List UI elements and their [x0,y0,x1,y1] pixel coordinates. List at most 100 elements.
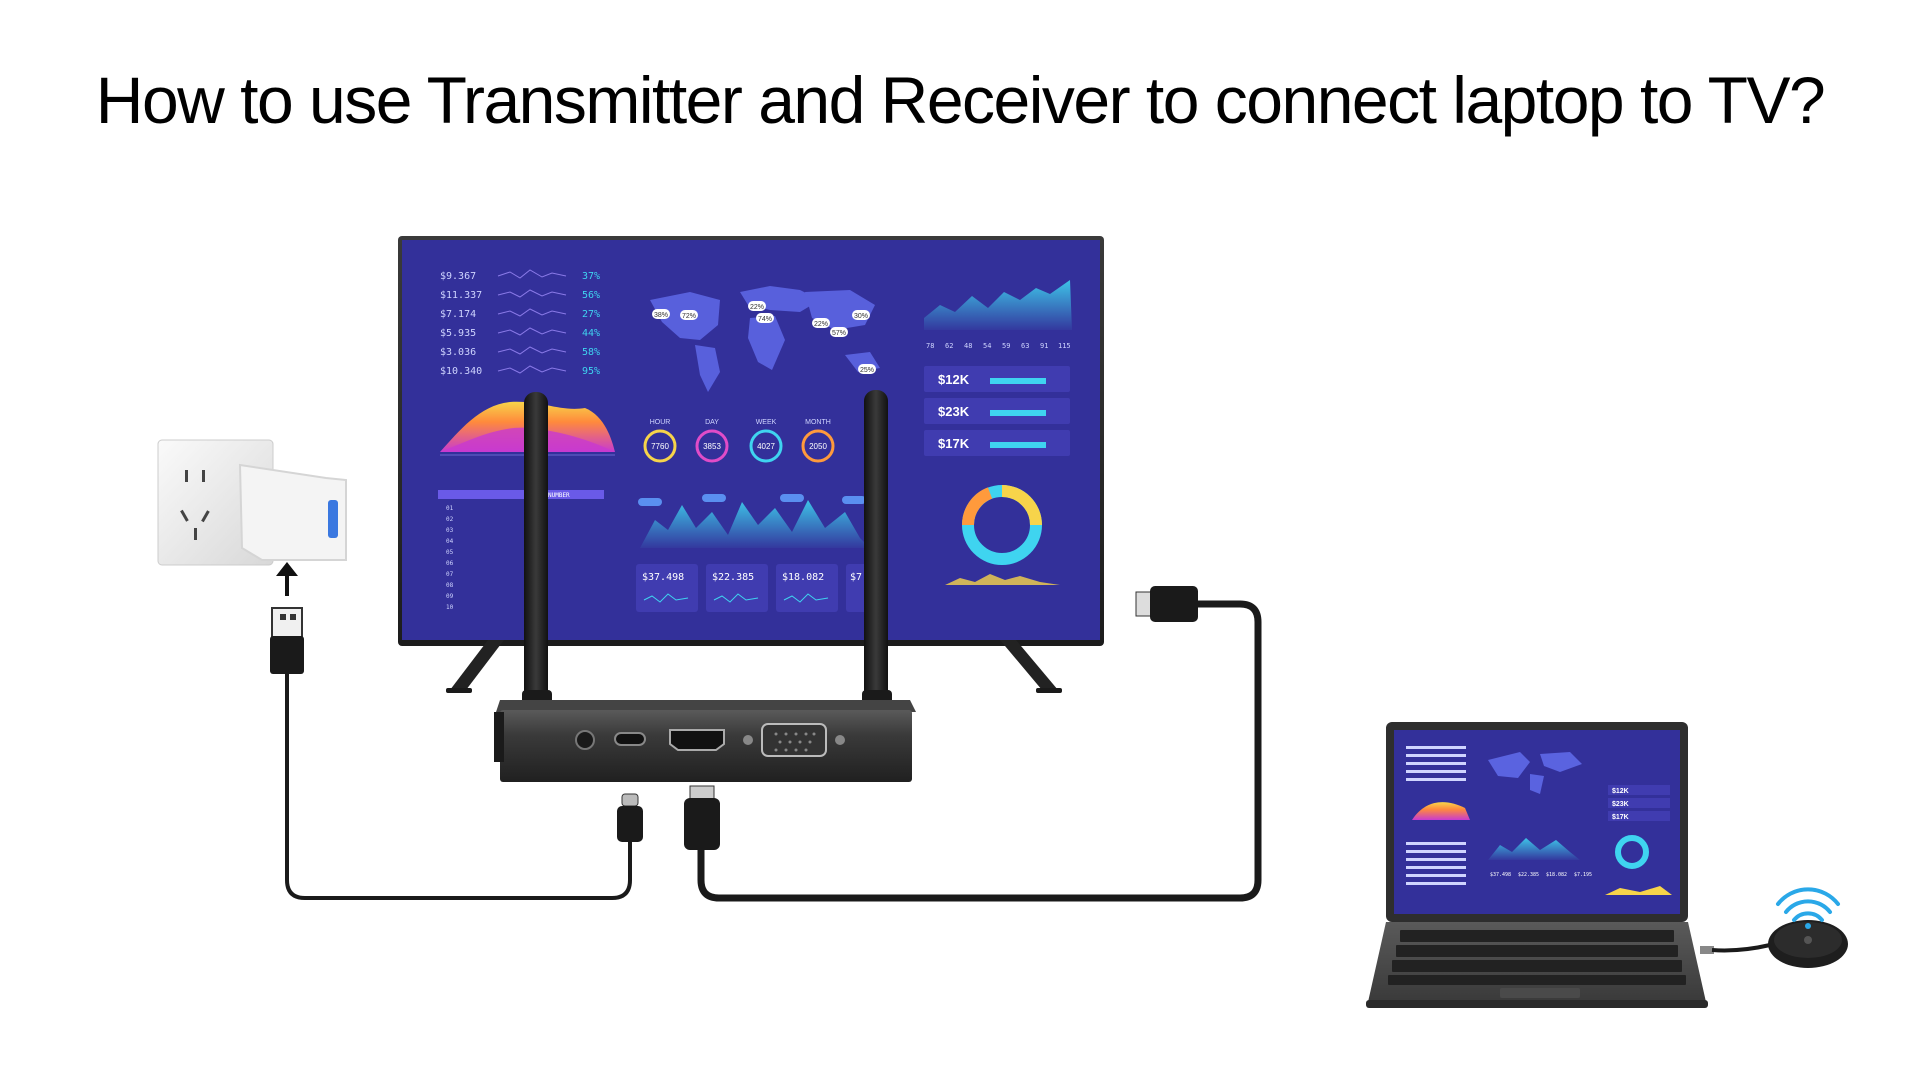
svg-text:03: 03 [446,527,454,534]
tv-stand-right [1000,640,1058,690]
laptop-screen [1394,730,1680,914]
svg-text:72%: 72% [682,313,696,320]
svg-text:7760: 7760 [651,442,669,451]
svg-text:22%: 22% [814,321,828,328]
svg-text:59: 59 [1002,342,1010,350]
svg-text:02: 02 [446,516,454,523]
tv-map-markers: 38% 72% 22% 74% 22% 30% 57% 25% [652,301,876,374]
svg-text:$9.367: $9.367 [440,271,476,282]
tv-gauges: 7760 3853 4027 2050 [643,429,835,463]
svg-text:4027: 4027 [757,442,775,451]
svg-text:$12K: $12K [938,372,970,387]
svg-text:95%: 95% [582,366,600,377]
svg-text:$18.082: $18.082 [1546,872,1567,878]
svg-text:56%: 56% [582,290,600,301]
map-marker: 74% [756,313,774,323]
tv-donut-chart [945,485,1060,585]
svg-text:04: 04 [446,538,454,545]
svg-text:10: 10 [446,604,454,611]
svg-text:HOUR: HOUR [650,419,671,426]
usb-power-cable [285,670,632,900]
svg-text:78: 78 [926,342,934,350]
usb-power-adapter [238,463,347,561]
diagram-title: How to use Transmitter and Receiver to c… [95,63,1826,137]
tv-stand-left [450,640,504,690]
tv-area-chart [638,494,870,548]
svg-text:$17K: $17K [1612,814,1629,821]
transmitter-dongle [1700,887,1848,968]
hdmi-cable [697,600,1262,902]
svg-text:$7.174: $7.174 [440,309,476,320]
svg-text:09: 09 [446,593,454,600]
svg-text:WEEK: WEEK [756,419,777,426]
svg-text:$10.340: $10.340 [440,366,482,377]
receiver-antenna-left [524,392,548,710]
map-marker: 38% [652,309,670,319]
wifi-icon [1776,887,1840,922]
map-marker: 57% [830,327,848,337]
svg-text:$37.498: $37.498 [642,572,684,583]
svg-text:$23K: $23K [938,404,970,419]
svg-text:91: 91 [1040,342,1048,350]
tv-table: NUMBER 01 02 03 04 05 06 07 08 09 10 [438,490,604,611]
svg-text:07: 07 [446,571,454,578]
hdmi-port [669,729,725,751]
tv-stat-row: $9.367 37% [440,271,600,282]
svg-text:2050: 2050 [809,442,827,451]
laptop: $12K $23K $17K $37.498 $22.385 $18.082 $… [1366,722,1708,1008]
map-marker: 22% [812,318,830,328]
usb-a-plug [270,607,304,674]
svg-text:01: 01 [446,505,454,512]
svg-text:58%: 58% [582,347,600,358]
svg-text:NUMBER: NUMBER [548,492,570,499]
tv-stat-row: $10.340 95% [440,366,600,377]
map-marker: 25% [858,364,876,374]
laptop-keyboard [1388,930,1686,985]
map-marker: 30% [852,310,870,320]
svg-text:$7: $7 [850,572,862,583]
svg-text:62: 62 [945,342,953,350]
svg-text:$7.195: $7.195 [1574,872,1592,878]
svg-text:$12K: $12K [1612,788,1629,795]
svg-text:06: 06 [446,560,454,567]
svg-text:37%: 37% [582,271,600,282]
svg-text:$22.385: $22.385 [1518,872,1539,878]
svg-text:$23K: $23K [1612,801,1629,808]
svg-text:38%: 38% [654,312,668,319]
svg-text:$3.036: $3.036 [440,347,476,358]
svg-text:$5.935: $5.935 [440,328,476,339]
receiver-box [494,390,916,782]
hdmi-plug-laptop-side [1135,586,1198,622]
svg-text:54: 54 [983,342,991,350]
svg-text:30%: 30% [854,313,868,320]
svg-text:08: 08 [446,582,454,589]
laptop-cards: $37.498 $22.385 $18.082 $7.195 [1490,872,1592,878]
svg-text:57%: 57% [832,330,846,337]
svg-text:115: 115 [1058,342,1071,350]
svg-text:3853: 3853 [703,442,721,451]
svg-text:$18.082: $18.082 [782,572,824,583]
svg-text:22%: 22% [750,304,764,311]
arrow-up-icon [276,562,298,596]
tv-line-chart: 78 62 48 54 59 63 91 115 [924,280,1072,350]
audio-jack-port [575,730,595,750]
hdmi-plug-receiver [684,785,720,850]
svg-text:63: 63 [1021,342,1029,350]
svg-text:$22.385: $22.385 [712,572,754,583]
map-marker: 22% [748,301,766,311]
tv-stat-row: $3.036 58% [440,347,600,358]
svg-text:MONTH: MONTH [805,419,831,426]
svg-text:$37.498: $37.498 [1490,872,1511,878]
power-socket [157,439,347,566]
tv-kpis: $12K $23K $17K [924,366,1070,456]
svg-text:48: 48 [964,342,972,350]
map-marker: 72% [680,310,698,320]
svg-text:DAY: DAY [705,419,719,426]
svg-text:$11.337: $11.337 [440,290,482,301]
svg-text:05: 05 [446,549,454,556]
svg-text:27%: 27% [582,309,600,320]
tv-stat-row: $7.174 27% [440,309,600,320]
